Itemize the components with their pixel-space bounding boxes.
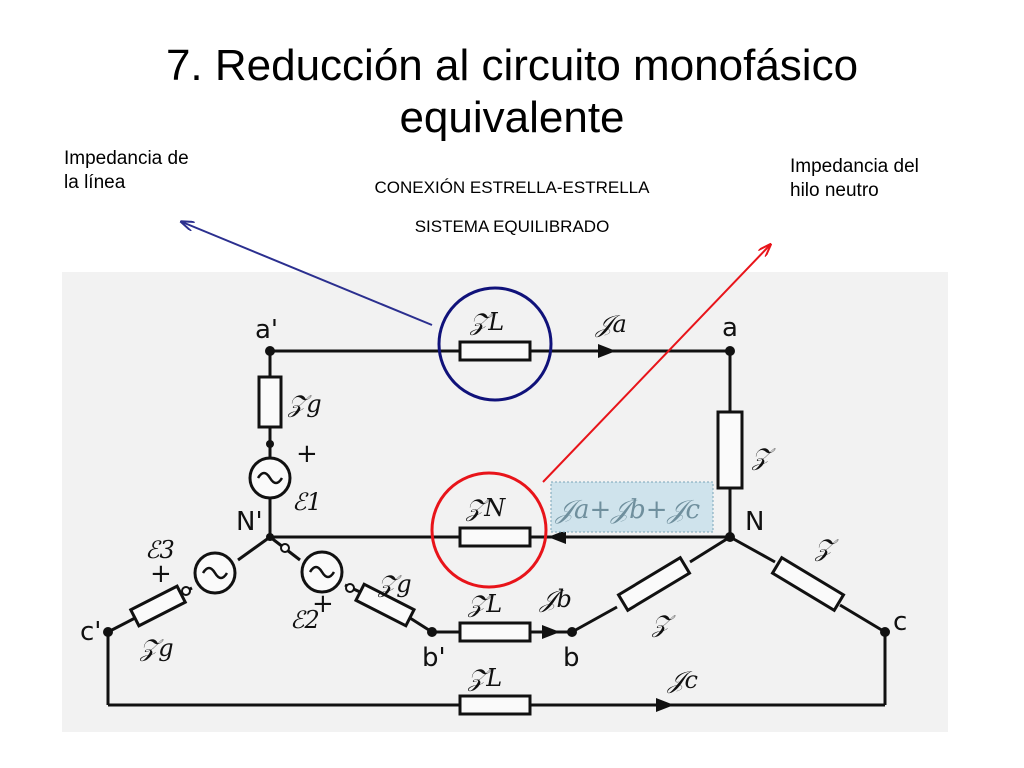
source-labels: ℰ1 ℰ2 ℰ3 bbox=[145, 488, 322, 634]
neutral-current-highlight bbox=[550, 481, 714, 533]
generator-impedance-2 bbox=[353, 582, 417, 628]
source-wave-symbols bbox=[201, 471, 336, 580]
current-arrows bbox=[542, 344, 674, 712]
impedance-labels: 𝒵L 𝒵N 𝒵L 𝒵L 𝒵 𝒵 𝒵 𝒵g 𝒵g 𝒵g bbox=[139, 308, 839, 692]
source-e2-label: ℰ2 bbox=[290, 606, 320, 634]
node-c-label: c bbox=[893, 607, 907, 637]
generator-impedance-label-2: 𝒵g bbox=[377, 570, 412, 598]
subtitle-connection: CONEXIÓN ESTRELLA-ESTRELLA bbox=[374, 178, 650, 197]
node-dots bbox=[103, 346, 890, 637]
note-left-line-2: la línea bbox=[64, 172, 126, 193]
generator-impedance-label-1: 𝒵g bbox=[287, 390, 322, 418]
node-a-label: a bbox=[722, 313, 738, 343]
node-a-prime-label: a' bbox=[255, 315, 278, 345]
neutral-impedance-label: 𝒵N bbox=[465, 494, 506, 522]
neutral-impedance-pointer-arrow bbox=[542, 245, 770, 483]
node-labels: a' a N' N b' b c' c bbox=[80, 313, 907, 673]
note-line-impedance: Impedancia de la línea bbox=[64, 147, 254, 195]
line-impedance-a bbox=[458, 340, 532, 362]
current-ib-label: 𝒥b bbox=[539, 585, 572, 613]
polarity-marks: + + + bbox=[150, 439, 334, 619]
current-ic-label: 𝒥c bbox=[667, 666, 698, 694]
line-impedance-label-c: 𝒵L bbox=[467, 664, 502, 692]
generator-impedance-1 bbox=[257, 375, 283, 429]
note-neutral-impedance: Impedancia del hilo neutro bbox=[790, 155, 980, 203]
line-impedance-label-a: 𝒵L bbox=[469, 308, 504, 336]
load-impedance-c bbox=[770, 555, 846, 613]
polarity-plus-3: + bbox=[150, 559, 172, 589]
generator-impedance-label-3: 𝒵g bbox=[139, 634, 174, 662]
current-ia-label: 𝒥a bbox=[595, 310, 627, 338]
note-left-line-1: Impedancia de bbox=[64, 148, 189, 169]
slide-title: 7. Reducción al circuito monofásico equi… bbox=[0, 40, 1024, 144]
generator-impedance-3 bbox=[128, 584, 188, 628]
title-line-1: 7. Reducción al circuito monofásico bbox=[165, 41, 859, 90]
node-b-label: b bbox=[563, 643, 580, 673]
node-n-prime-label: N' bbox=[236, 507, 263, 537]
line-impedance-c bbox=[458, 694, 532, 716]
node-b-prime-label: b' bbox=[422, 643, 446, 673]
node-c-prime-label: c' bbox=[80, 617, 101, 647]
neutral-current-label: 𝒥a+𝒥b+𝒥c bbox=[554, 495, 701, 525]
title-line-2: equivalente bbox=[399, 93, 625, 142]
source-e3-label: ℰ3 bbox=[145, 536, 175, 564]
note-right-line-1: Impedancia del bbox=[790, 156, 919, 177]
neutral-impedance bbox=[458, 526, 532, 548]
neutral-impedance-highlight-circle bbox=[430, 471, 548, 589]
line-impedance-b bbox=[458, 621, 532, 643]
line-impedance-pointer-arrow bbox=[182, 222, 433, 326]
polarity-plus-1: + bbox=[296, 439, 318, 469]
polarity-plus-2: + bbox=[312, 589, 334, 619]
terminal-rings bbox=[181, 543, 355, 596]
line-impedance-highlight-circle bbox=[437, 286, 553, 402]
impedance-boxes bbox=[128, 340, 846, 716]
load-impedance-b bbox=[616, 555, 692, 613]
source-e1-label: ℰ1 bbox=[292, 488, 322, 516]
subtitle-system: SISTEMA EQUILIBRADO bbox=[414, 217, 610, 236]
load-impedance-a bbox=[716, 410, 744, 490]
current-labels: 𝒥a 𝒥b 𝒥c bbox=[539, 310, 698, 694]
line-impedance-label-b: 𝒵L bbox=[467, 590, 502, 618]
node-n-label: N bbox=[745, 507, 764, 537]
note-right-line-2: hilo neutro bbox=[790, 180, 879, 201]
